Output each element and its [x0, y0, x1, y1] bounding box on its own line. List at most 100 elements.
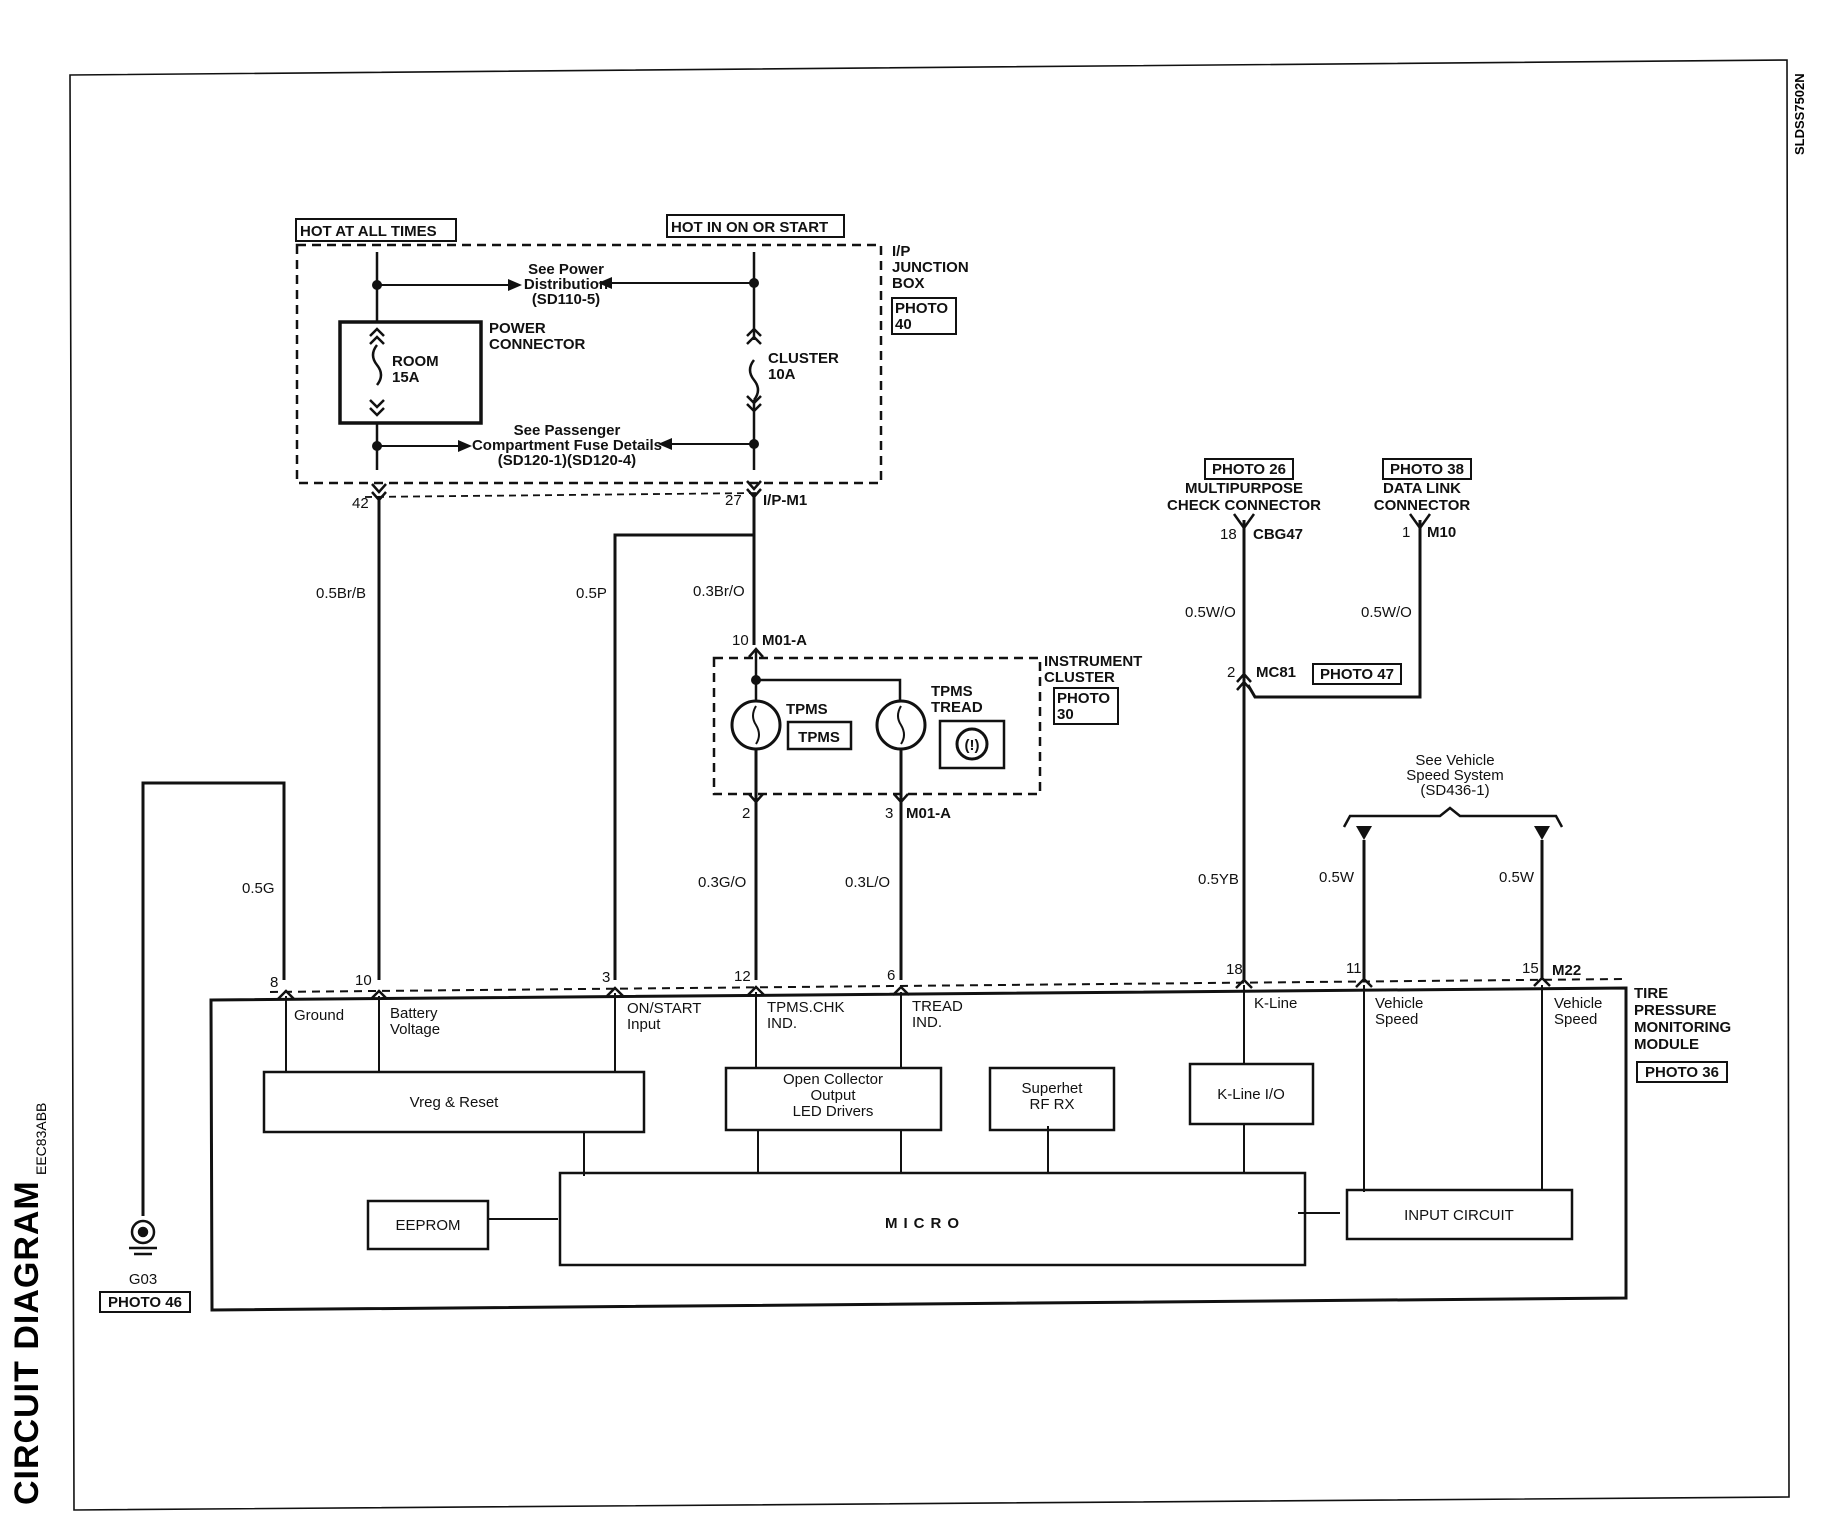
cluster-pin-10: 10: [732, 632, 749, 649]
passenger-fuse-label-line-3: (SD120-1)(SD120-4): [498, 452, 636, 469]
pin-label-vspeed-b-line-1: Vehicle: [1554, 995, 1602, 1012]
kline-io-block: [1188, 1062, 1315, 1126]
room-fuse-label-line-1: ROOM: [392, 353, 439, 370]
open-collector-label-line-2: Output: [810, 1087, 856, 1104]
wire-0-3lo: 0.3L/O: [845, 874, 890, 891]
wire-0-3go: 0.3G/O: [698, 874, 746, 891]
jb-photo-line-2: 40: [895, 316, 912, 333]
wire-0-5brb: 0.5Br/B: [316, 585, 366, 602]
dlc-photo: PHOTO 38: [1390, 461, 1464, 478]
instrument-cluster-outline: [712, 656, 1042, 796]
power-connector-box: [338, 320, 483, 425]
page-frame: [69, 59, 1790, 1511]
input-circuit-block: [1345, 1188, 1574, 1241]
cluster-photo-box: [1053, 687, 1119, 725]
jb-photo-box: [891, 297, 957, 335]
splice-photo-box: [1312, 663, 1402, 685]
eeprom-label: EEPROM: [395, 1217, 460, 1234]
micro-label: MICRO: [885, 1215, 965, 1232]
open-collector-label-line-1: Open Collector: [783, 1071, 883, 1088]
splice-photo: PHOTO 47: [1320, 666, 1394, 683]
hot-all-times-box: [295, 218, 457, 242]
input-circuit-label: INPUT CIRCUIT: [1404, 1207, 1514, 1224]
wire-0-5wo-b: 0.5W/O: [1361, 604, 1412, 621]
module-photo: PHOTO 36: [1645, 1064, 1719, 1081]
pin-6: 6: [887, 967, 895, 984]
pin-label-onstart-line-1: ON/START: [627, 1000, 701, 1017]
wire-0-5p: 0.5P: [576, 585, 607, 602]
pin-8: 8: [270, 974, 278, 991]
module-title-line-3: MONITORING: [1634, 1019, 1731, 1036]
wire-0-5yb: 0.5YB: [1198, 871, 1239, 888]
power-dist-label-line-1: See Power: [528, 261, 604, 278]
mpcc-title-line-1: MULTIPURPOSE: [1185, 480, 1303, 497]
ground-name: G03: [129, 1271, 157, 1288]
tire-warning-icon: [955, 727, 989, 761]
page-title: CIRCUIT DIAGRAM: [8, 1180, 46, 1505]
mpcc-pin: 18: [1220, 526, 1237, 543]
tread-symbol-box: [938, 719, 1006, 770]
tpms-label: TPMS: [786, 701, 828, 718]
micro-block: [558, 1171, 1307, 1267]
dlc-title-line-2: CONNECTOR: [1374, 497, 1471, 514]
cluster-conn-bottom: M01-A: [906, 805, 951, 822]
tpms-lamp-icon: [730, 699, 782, 751]
dlc-conn: M10: [1427, 524, 1456, 541]
pin-label-tread-line-2: IND.: [912, 1014, 942, 1031]
junction-box-outline: [295, 243, 883, 485]
pin-10: 10: [355, 972, 372, 989]
kline-io-label: K-Line I/O: [1217, 1086, 1285, 1103]
pin-label-battery-line-2: Voltage: [390, 1021, 440, 1038]
superhet-block: [988, 1066, 1116, 1132]
ground-icon: [130, 1219, 156, 1245]
pin-15: 15: [1522, 960, 1539, 977]
ground-photo-box: [99, 1291, 191, 1313]
mpcc-photo-box: [1204, 458, 1294, 480]
vss-label-line-2: Speed System: [1406, 767, 1504, 784]
module-title-line-4: MODULE: [1634, 1036, 1699, 1053]
power-connector-label-line-1: POWER: [489, 320, 546, 337]
vreg-block: [262, 1070, 646, 1134]
pin-label-vspeed-a-line-2: Speed: [1375, 1011, 1418, 1028]
pin-18: 18: [1226, 961, 1243, 978]
module-conn: M22: [1552, 962, 1581, 979]
cluster-conn-top: M01-A: [762, 632, 807, 649]
tread-label-line-1: TPMS: [931, 683, 973, 700]
pin-label-tpms-chk-line-2: IND.: [767, 1015, 797, 1032]
tpms-indicator-box: [786, 720, 853, 751]
superhet-label-line-2: RF RX: [1030, 1096, 1075, 1113]
room-fuse-label-line-2: 15A: [392, 369, 420, 386]
wire-0-5w-a: 0.5W: [1319, 869, 1355, 886]
module-photo-box: [1636, 1061, 1728, 1083]
cluster-fuse-label-line-1: CLUSTER: [768, 350, 839, 367]
module-title-line-2: PRESSURE: [1634, 1002, 1717, 1019]
pin-12: 12: [734, 968, 751, 985]
pin-11: 11: [1346, 960, 1362, 977]
pin-label-ground: Ground: [294, 1007, 344, 1024]
jb-pin-27: 27: [725, 492, 742, 509]
wire-0-5w-b: 0.5W: [1499, 869, 1535, 886]
ground-photo: PHOTO 46: [108, 1294, 182, 1311]
pin-label-vspeed-b-line-2: Speed: [1554, 1011, 1597, 1028]
cluster-pin-2: 2: [742, 805, 750, 822]
tread-label-line-2: TREAD: [931, 699, 983, 716]
cluster-title-line-2: CLUSTER: [1044, 669, 1115, 686]
pin-label-onstart-line-2: Input: [627, 1016, 661, 1033]
wire-0-3bro: 0.3Br/O: [693, 583, 745, 600]
